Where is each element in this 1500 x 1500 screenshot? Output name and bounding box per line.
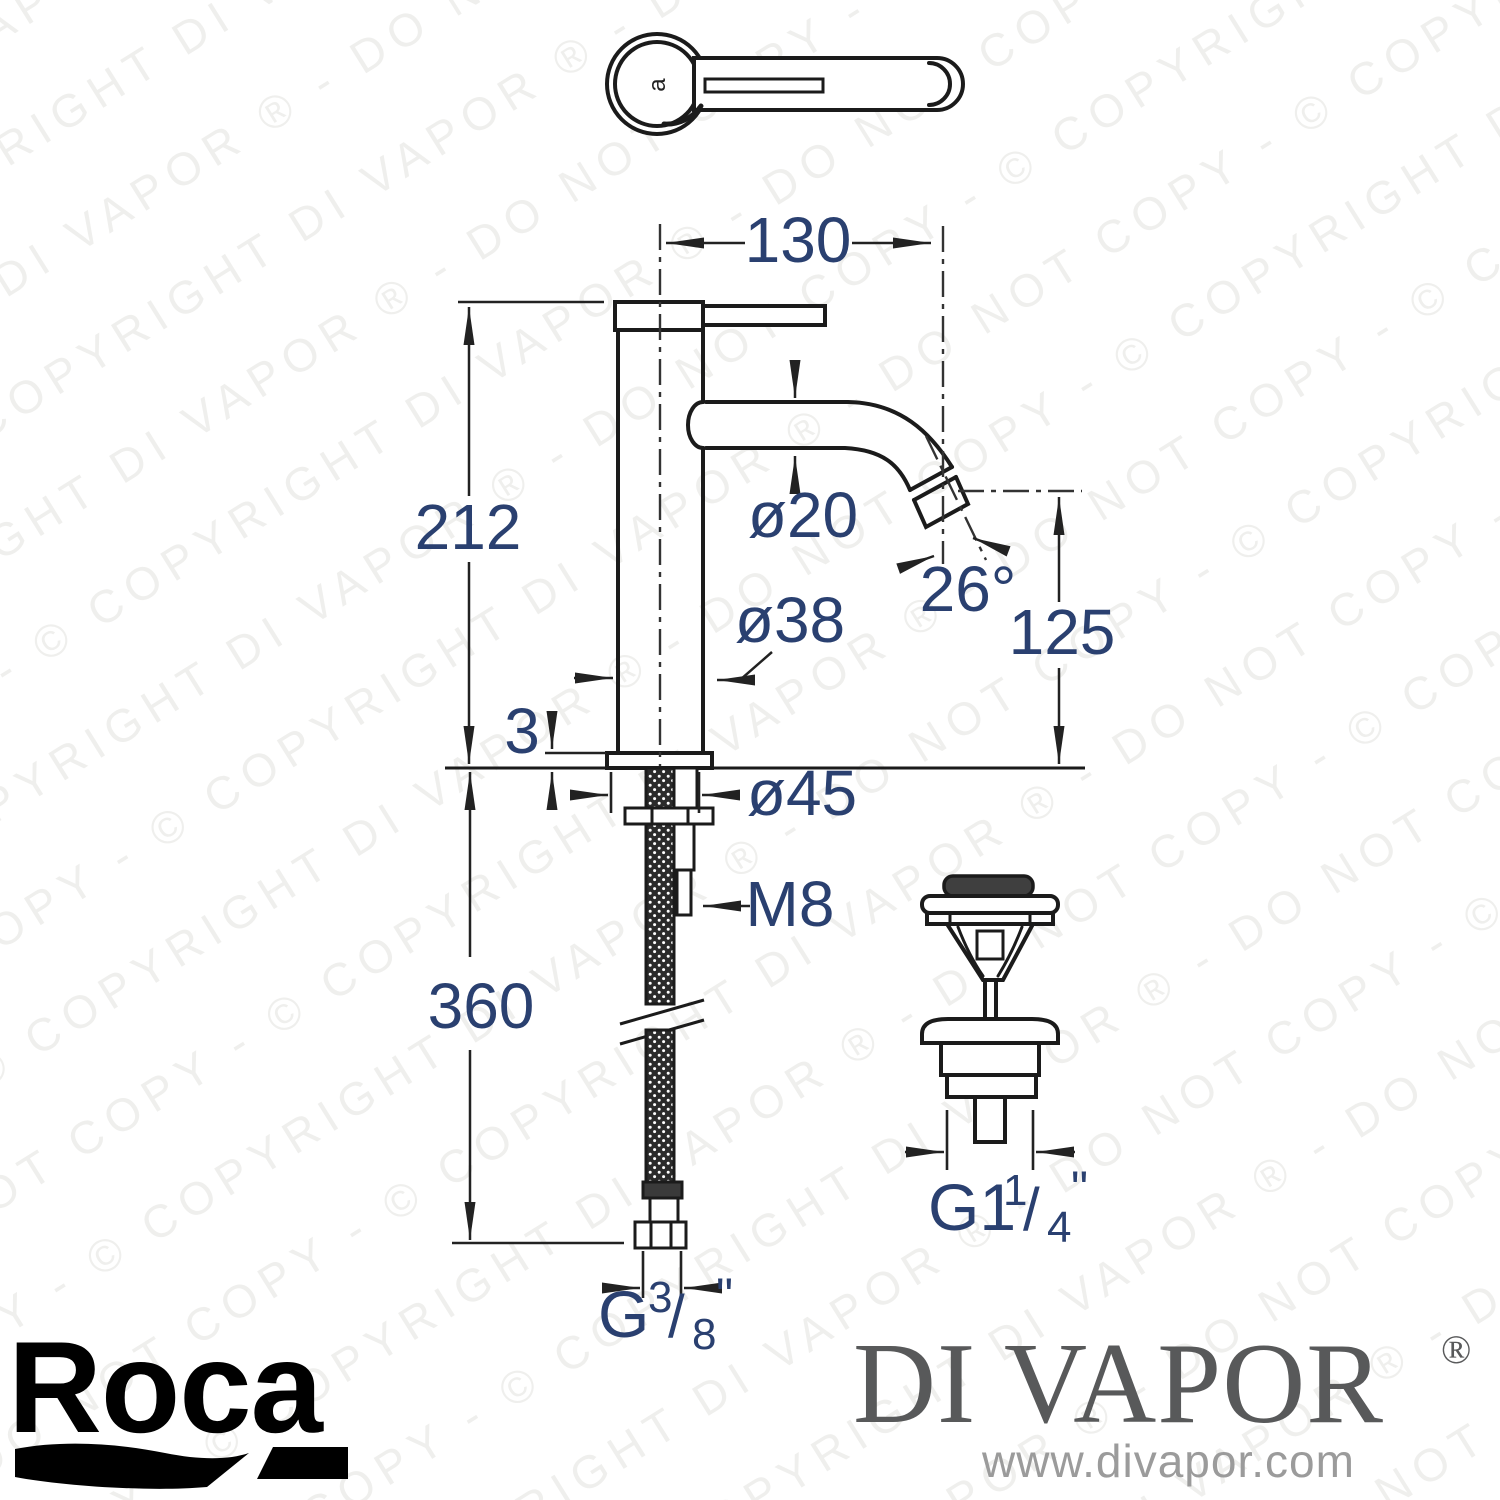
dimension-labels: 130 212 ø20 26° 125 ø38 3 ø45 M8 360 G 3… [415,204,1116,1359]
dim-label-supply-thread: G 3 / 8 " [598,1270,733,1359]
dim-angle-right-arrow [972,536,1011,557]
waste-plug-cap [942,874,1035,898]
dim-label-spout-angle: 26° [920,553,1017,625]
svg-text:8: 8 [692,1310,716,1359]
dim-label-base-thickness: 3 [504,695,540,767]
ext-lines-supply-thread [641,1251,683,1298]
roca-wave-swoosh [15,1443,249,1489]
waste-plug-flange [920,894,1060,915]
handle-brand-mark: a [644,78,671,92]
divapor-logo: DI VAPOR [853,1320,1385,1447]
flexible-hose-lower [644,1028,676,1184]
svg-text:": " [1071,1163,1088,1216]
waste-body-step [945,1073,1038,1099]
svg-text:4: 4 [1047,1203,1071,1252]
dim-label-body-height: 212 [415,491,522,563]
outlet-axis-centerline [924,435,988,561]
mounting-nut [623,806,715,826]
fixing-stud-upper [672,766,699,810]
pop-up-waste-assembly [920,874,1060,1144]
hose-collar [641,1180,684,1200]
svg-text:1: 1 [1003,1166,1027,1215]
dim-label-hose-length: 360 [428,970,535,1042]
divapor-website: www.divapor.com [982,1435,1355,1487]
roca-wave-mark [15,1443,348,1489]
waste-body-flange [920,1017,1060,1045]
svg-text:G1: G1 [928,1170,1016,1244]
waste-body [939,1041,1041,1077]
spout-root-arc [686,400,705,450]
svg-text:/: / [668,1283,685,1350]
hose-hex-nut-facets [649,1222,673,1248]
svg-text:3: 3 [648,1273,672,1322]
roca-wave-flag [257,1447,348,1479]
dim-o38-leader [717,651,773,686]
spout-top-edge [704,400,954,469]
waste-basket-slot [975,929,1005,961]
dim-label-spout-reach: 130 [745,204,852,276]
ext-lines-waste-thread [945,1110,1035,1170]
dim-label-outlet-height: 125 [1009,596,1116,668]
waste-stem [983,978,998,1021]
handle-lever-slot [703,77,825,94]
handle-lever-end-detail [927,61,952,107]
hose-neck [648,1196,680,1224]
dim-label-spout-diameter: ø20 [748,479,858,551]
handle-index-arc [661,103,704,127]
handle-top-view: a [605,32,965,136]
dim-label-stud-thread: M8 [746,868,835,940]
handle-lever [692,56,965,112]
mounting-nut-facets [650,808,690,824]
dim-label-waste-thread: G1 1 / 4 " [928,1163,1088,1252]
svg-text:G: G [598,1277,649,1351]
hose-hex-nut [633,1220,688,1250]
svg-text:/: / [1023,1176,1040,1243]
roca-logo: Roca [8,1314,323,1460]
dim-label-body-diameter: ø38 [735,584,845,656]
flexible-hose-upper [644,766,676,1006]
fixing-stud-end [675,868,693,917]
dimension-lines [445,237,1085,1298]
faucet-body [613,328,705,755]
fixing-stud-mid [672,822,696,872]
dim-angle-left-arrow [896,554,935,574]
faucet-handle-lever-side [701,304,827,327]
waste-tail-stem [973,1095,1007,1144]
ext-lines-base-diameter [609,772,701,813]
registered-trademark-symbol: ® [1441,1327,1472,1372]
svg-text:": " [716,1270,733,1323]
waste-basket-struts [956,925,1024,978]
dim-label-base-diameter: ø45 [747,757,857,829]
spout-bottom-edge [704,446,912,492]
